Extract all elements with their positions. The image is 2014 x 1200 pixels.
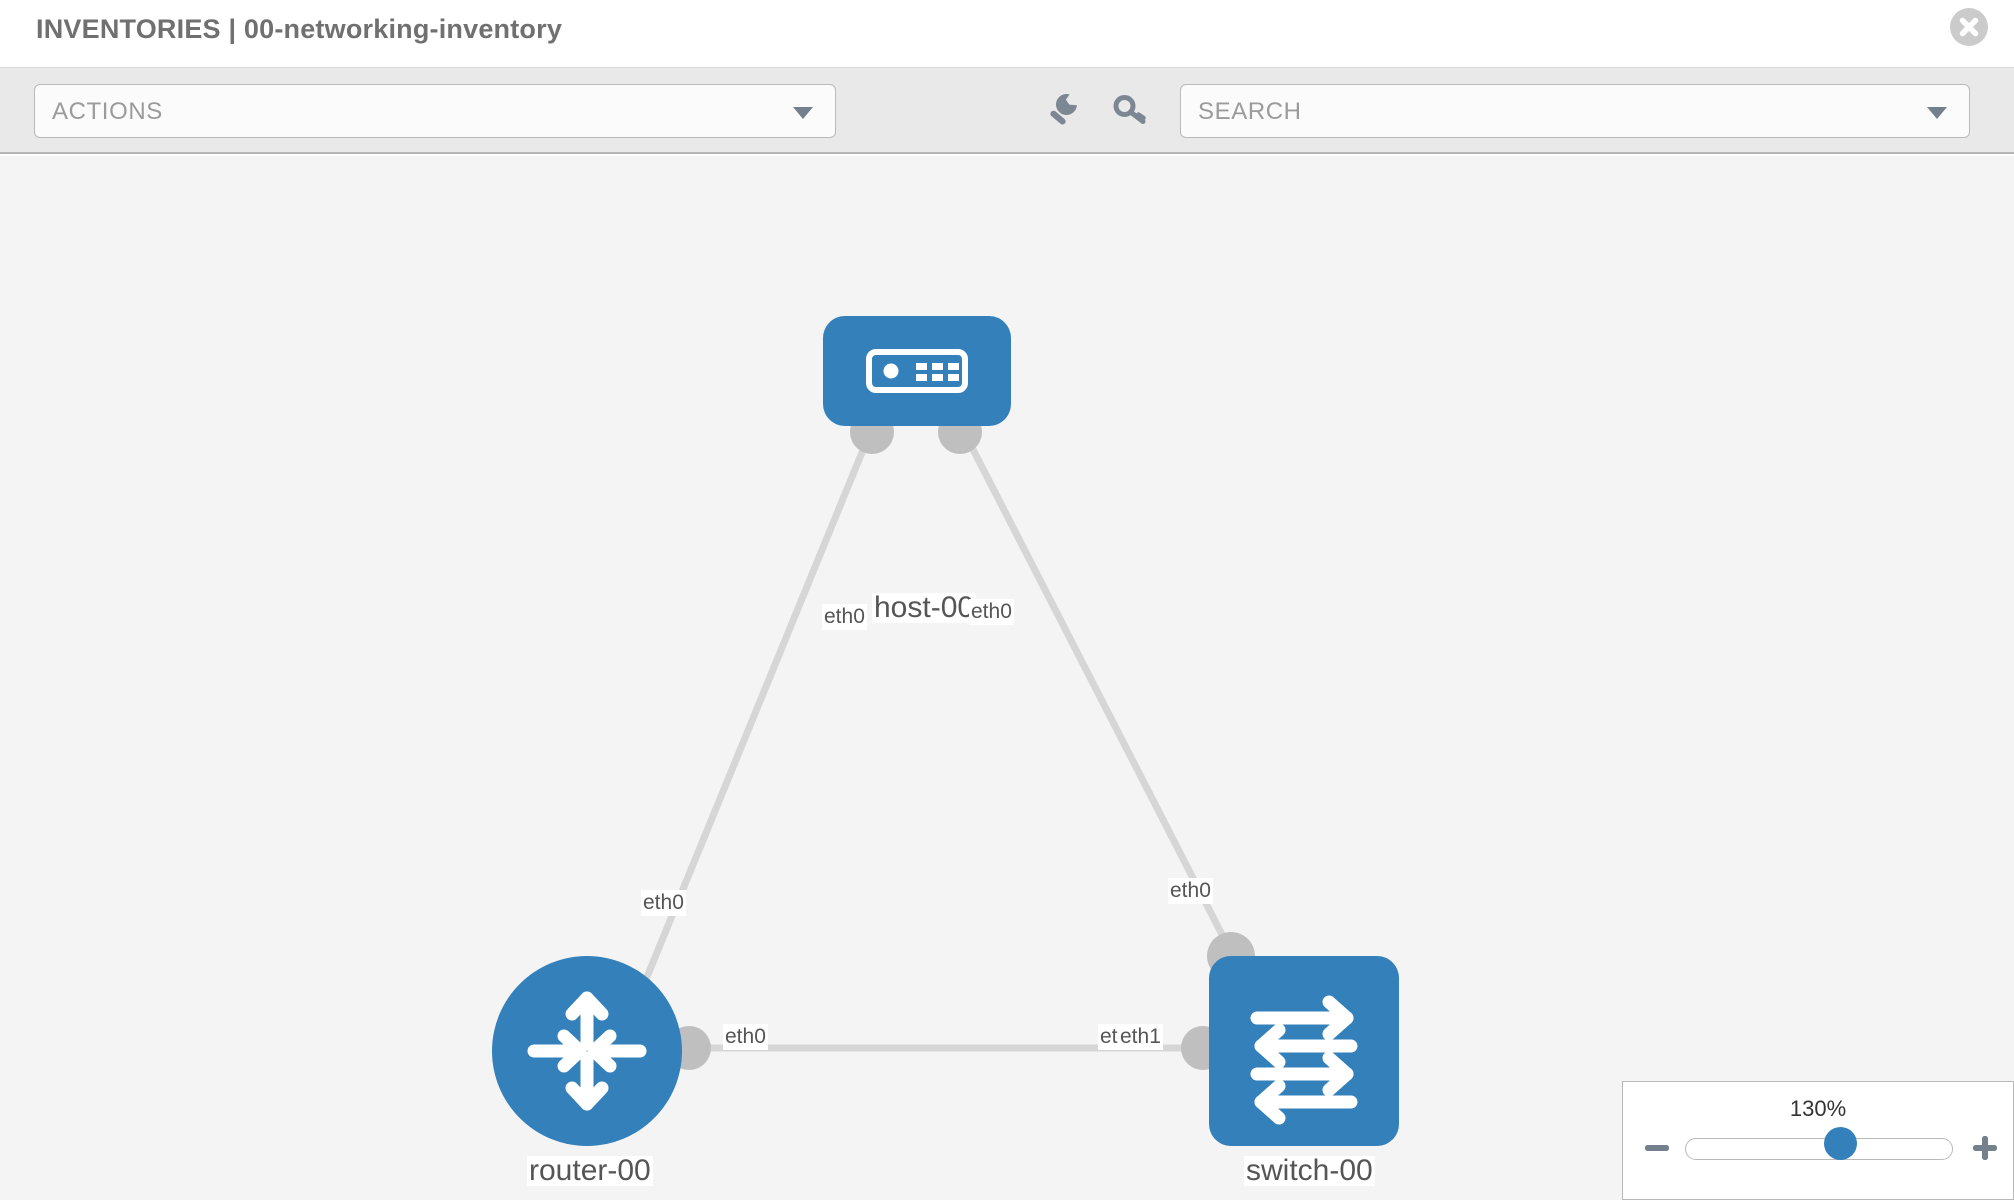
chevron-down-icon[interactable] — [1927, 107, 1947, 119]
bidirectional-arrows-icon — [1250, 995, 1358, 1125]
zoom-level-value: 130% — [1789, 1096, 1847, 1121]
key-icon[interactable] — [1110, 90, 1152, 132]
interface-label: eth0 — [641, 890, 686, 916]
four-way-arrows-icon — [527, 991, 647, 1111]
zoom-slider-thumb[interactable] — [1823, 1127, 1857, 1160]
zoom-control-panel: 130% — [1622, 1081, 2014, 1200]
topology-canvas[interactable]: host-00 router-00 — [0, 156, 2014, 1200]
actions-dropdown[interactable]: ACTIONS — [34, 84, 836, 138]
plus-icon[interactable] — [1971, 1134, 1999, 1162]
node-label-host-00: host-00 — [872, 591, 977, 624]
actions-dropdown-label: ACTIONS — [52, 98, 163, 125]
interface-label: eth0 — [969, 599, 1014, 625]
interface-label: eth1 — [1118, 1024, 1163, 1050]
link-host-switch — [958, 426, 1237, 958]
page-header: INVENTORIES | 00-networking-inventory — [0, 0, 2014, 68]
chevron-down-icon — [793, 107, 813, 119]
interface-label: eth0 — [723, 1024, 768, 1050]
minus-icon[interactable] — [1643, 1134, 1671, 1162]
page-title: INVENTORIES | 00-networking-inventory — [36, 14, 563, 44]
interface-label: eth0 — [1168, 878, 1213, 904]
search-placeholder: SEARCH — [1198, 98, 1302, 125]
server-icon — [866, 349, 968, 393]
interface-label: eth0 — [822, 604, 867, 630]
node-router-00[interactable] — [492, 956, 682, 1146]
node-label-router-00: router-00 — [527, 1154, 653, 1187]
toolbar: ACTIONS SEARCH — [0, 68, 2014, 154]
node-label-switch-00: switch-00 — [1244, 1154, 1375, 1187]
close-icon[interactable] — [1950, 8, 1988, 46]
search-input[interactable]: SEARCH — [1180, 84, 1970, 138]
wrench-icon[interactable] — [1042, 90, 1084, 132]
node-host-00[interactable] — [823, 316, 1011, 426]
node-switch-00[interactable] — [1209, 956, 1399, 1146]
topology-links-layer — [636, 410, 1255, 1070]
zoom-slider-track[interactable] — [1685, 1138, 1953, 1160]
